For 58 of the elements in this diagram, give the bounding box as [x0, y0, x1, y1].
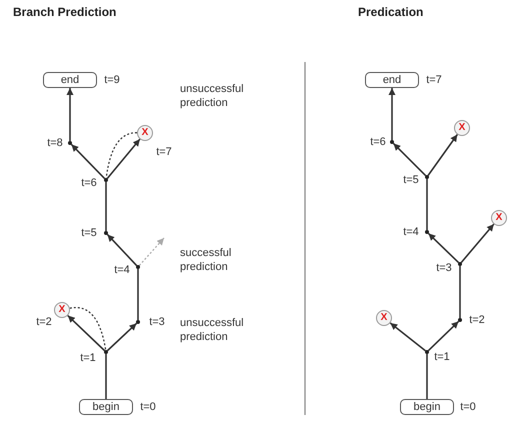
arrow — [388, 88, 396, 140]
failed-branch-marker: X — [376, 310, 392, 326]
time-label: t=3 — [436, 262, 452, 274]
time-label: t=0 — [460, 401, 476, 413]
junction-dot — [458, 262, 462, 266]
time-label: t=0 — [140, 401, 156, 413]
terminal-box: begin — [400, 399, 454, 415]
time-label: t=1 — [434, 351, 450, 363]
junction-dot — [425, 350, 429, 354]
arrow — [460, 224, 494, 263]
time-label: t=5 — [81, 227, 97, 239]
time-label: t=2 — [469, 314, 485, 326]
time-label: t=1 — [80, 352, 96, 364]
arrow — [70, 144, 106, 180]
time-label: t=2 — [36, 316, 52, 328]
junction-dot — [136, 265, 140, 269]
failed-branch-marker: X — [54, 302, 70, 318]
panel-heading: Predication — [358, 5, 424, 19]
time-label: t=7 — [156, 146, 172, 158]
junction-dot — [136, 320, 140, 324]
note-text: unsuccessful prediction — [180, 82, 245, 110]
terminal-box: end — [43, 72, 97, 88]
arrow — [392, 142, 426, 176]
junction-dot — [104, 231, 108, 235]
failed-branch-marker: X — [491, 210, 507, 226]
time-label: t=3 — [149, 316, 165, 328]
arrow — [106, 234, 138, 266]
arrow — [390, 322, 426, 352]
arrow — [67, 314, 106, 352]
dotted-arrow — [138, 238, 164, 266]
time-label: t=4 — [114, 264, 130, 276]
arrow — [428, 232, 460, 264]
junction-dot — [104, 350, 108, 354]
failed-branch-marker: X — [454, 120, 470, 136]
junction-dot — [104, 178, 108, 182]
arrow — [106, 138, 140, 179]
panel-heading: Branch Prediction — [13, 5, 116, 19]
junction-dot — [458, 318, 462, 322]
note-text: successful prediction — [180, 246, 232, 274]
terminal-box: begin — [79, 399, 133, 415]
arrow — [106, 322, 138, 352]
time-label: t=9 — [104, 74, 120, 86]
arrow — [66, 88, 74, 141]
time-label: t=8 — [47, 137, 63, 149]
note-text: unsuccessful prediction — [180, 316, 245, 344]
junction-dot — [390, 140, 394, 144]
time-label: t=4 — [403, 226, 419, 238]
junction-dot — [68, 141, 72, 145]
time-label: t=6 — [370, 136, 386, 148]
arrow — [428, 134, 458, 176]
arrow — [428, 320, 460, 352]
time-label: t=7 — [426, 74, 442, 86]
failed-branch-marker: X — [137, 125, 153, 141]
terminal-box: end — [365, 72, 419, 88]
junction-dot — [425, 175, 429, 179]
junction-dot — [425, 230, 429, 234]
time-label: t=6 — [81, 177, 97, 189]
time-label: t=5 — [403, 174, 419, 186]
